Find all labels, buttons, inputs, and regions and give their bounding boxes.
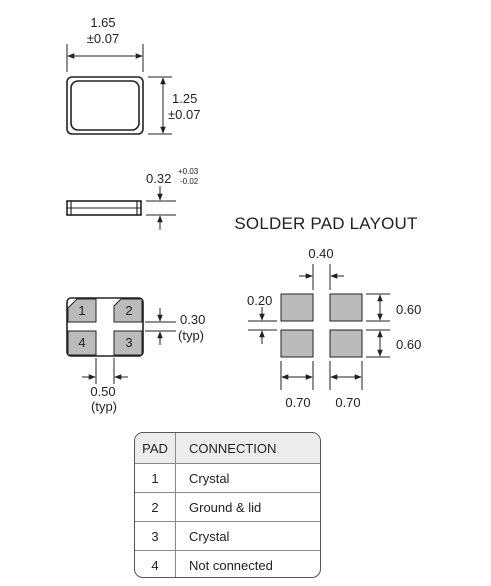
row-pad-cell: 1 <box>135 463 176 493</box>
thickness-value: 0.32 <box>146 171 171 186</box>
bottom-pad-3 <box>113 330 143 356</box>
width-value: 1.65 <box>90 15 115 30</box>
row-pad-cell: 2 <box>135 492 176 522</box>
sp-pad-height-top: 0.60 <box>396 302 421 317</box>
solder-pad-layout: SOLDER PAD LAYOUT 0.40 0.20 0.60 0.60 0.… <box>234 214 421 410</box>
sp-gap-v-value: 0.20 <box>247 293 272 308</box>
pad-label-4: 4 <box>78 335 85 350</box>
solder-pad-bottom-right <box>329 329 363 358</box>
package-lid <box>70 80 140 131</box>
table-row: 2 Ground & lid <box>135 492 320 522</box>
solder-pad-title: SOLDER PAD LAYOUT <box>234 214 417 233</box>
height-value: 1.25 <box>172 91 197 106</box>
bottom-pad-2 <box>113 298 143 323</box>
width-tolerance: ±0.07 <box>87 31 119 46</box>
side-view: 0.32 +0.03 -0.02 <box>66 167 199 230</box>
height-tolerance: ±0.07 <box>168 107 200 122</box>
connection-table-grid: PAD CONNECTION 1 Crystal 2 Ground & lid … <box>135 433 320 577</box>
sp-pad-height-bottom: 0.60 <box>396 337 421 352</box>
row-pad-cell: 4 <box>135 550 176 577</box>
top-view: 1.65 ±0.07 1.25 ±0.07 <box>66 15 200 135</box>
bottom-pad-1 <box>67 298 97 323</box>
header-pad: PAD <box>135 433 176 464</box>
sp-pad-width-right: 0.70 <box>335 395 360 410</box>
row-connection-cell: Ground & lid <box>175 492 320 522</box>
thickness-tol-minus: -0.02 <box>180 177 199 186</box>
row-connection-cell: Crystal <box>175 463 320 493</box>
pad-label-3: 3 <box>125 335 132 350</box>
solder-pad-top-left <box>280 293 314 322</box>
row-connection-cell: Crystal <box>175 521 320 551</box>
bottom-pad-4 <box>67 330 97 356</box>
pad-label-1: 1 <box>78 303 85 318</box>
row-connection-cell: Not connected <box>189 557 273 573</box>
table-header-row: PAD CONNECTION <box>135 433 320 464</box>
gap-v-value: 0.30 <box>180 312 205 327</box>
gap-v-note: (typ) <box>178 328 204 343</box>
table-row: 4 Not connected <box>135 550 320 577</box>
row-pad-cell: 3 <box>135 521 176 551</box>
thickness-tol-plus: +0.03 <box>178 167 199 176</box>
table-row: 3 Crystal <box>135 521 320 551</box>
header-connection: CONNECTION <box>175 433 320 464</box>
sp-pad-width-left: 0.70 <box>285 395 310 410</box>
gap-h-note: (typ) <box>91 399 117 414</box>
solder-pad-top-right <box>329 293 363 322</box>
pad-label-2: 2 <box>125 303 132 318</box>
gap-h-value: 0.50 <box>90 384 115 399</box>
solder-pad-bottom-left <box>280 329 314 358</box>
connection-table: PAD CONNECTION 1 Crystal 2 Ground & lid … <box>134 432 321 578</box>
bottom-view: 1 2 4 3 0.30 (typ) 0.50 (typ) <box>66 297 205 414</box>
sp-gap-h-value: 0.40 <box>308 246 333 261</box>
table-row: 1 Crystal <box>135 463 320 493</box>
